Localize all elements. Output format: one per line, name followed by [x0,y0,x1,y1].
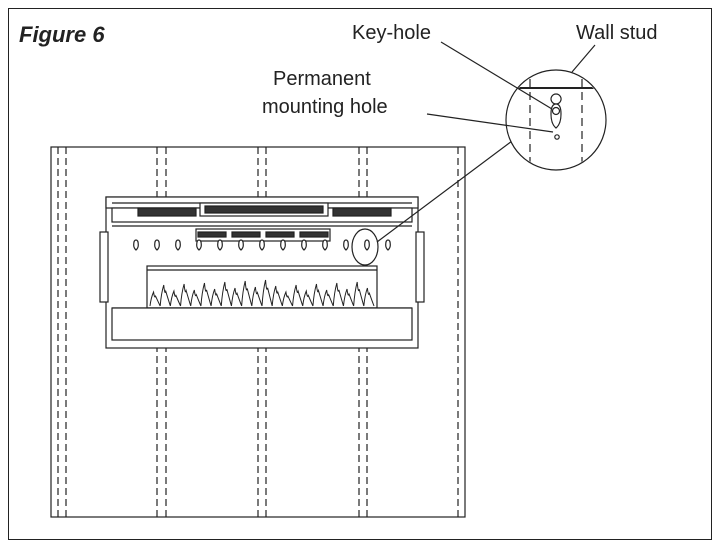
mounting-hole [343,239,349,251]
magnifier-leader-bottom [376,140,513,243]
vent-right [332,207,392,217]
mounting-hole [322,239,328,251]
figure-frame [8,8,712,540]
mounting-hole [217,239,223,251]
mounting-hole [280,239,286,251]
fireplace-base [111,307,413,341]
mounting-hole [364,239,370,251]
side-bracket-left [99,231,109,303]
label-wall-stud: Wall stud [576,22,658,44]
fireplace [99,196,425,349]
mounting-hole [301,239,307,251]
mounting-hole [238,239,244,251]
flames [149,279,375,307]
leader-permanent [426,113,554,133]
leader-keyhole [440,41,553,110]
mounting-holes [133,239,391,251]
mounting-hole [385,239,391,251]
mounting-hole [196,239,202,251]
mounting-hole [154,239,160,251]
permanent-hole-icon [554,134,560,140]
leader-wall-stud [571,44,596,73]
vent-left [137,207,197,217]
figure-title: Figure 6 [19,22,105,47]
mounting-hole [133,239,139,251]
label-permanent-line1: Permanent [273,68,371,90]
label-keyhole: Key-hole [352,22,431,44]
mounting-hole [259,239,265,251]
mounting-hole [175,239,181,251]
magnifier-detail [505,69,607,171]
side-bracket-right [415,231,425,303]
highlighted-hole-ring [351,228,379,266]
label-permanent-line2: mounting hole [262,96,388,118]
flame-pattern [149,279,375,307]
